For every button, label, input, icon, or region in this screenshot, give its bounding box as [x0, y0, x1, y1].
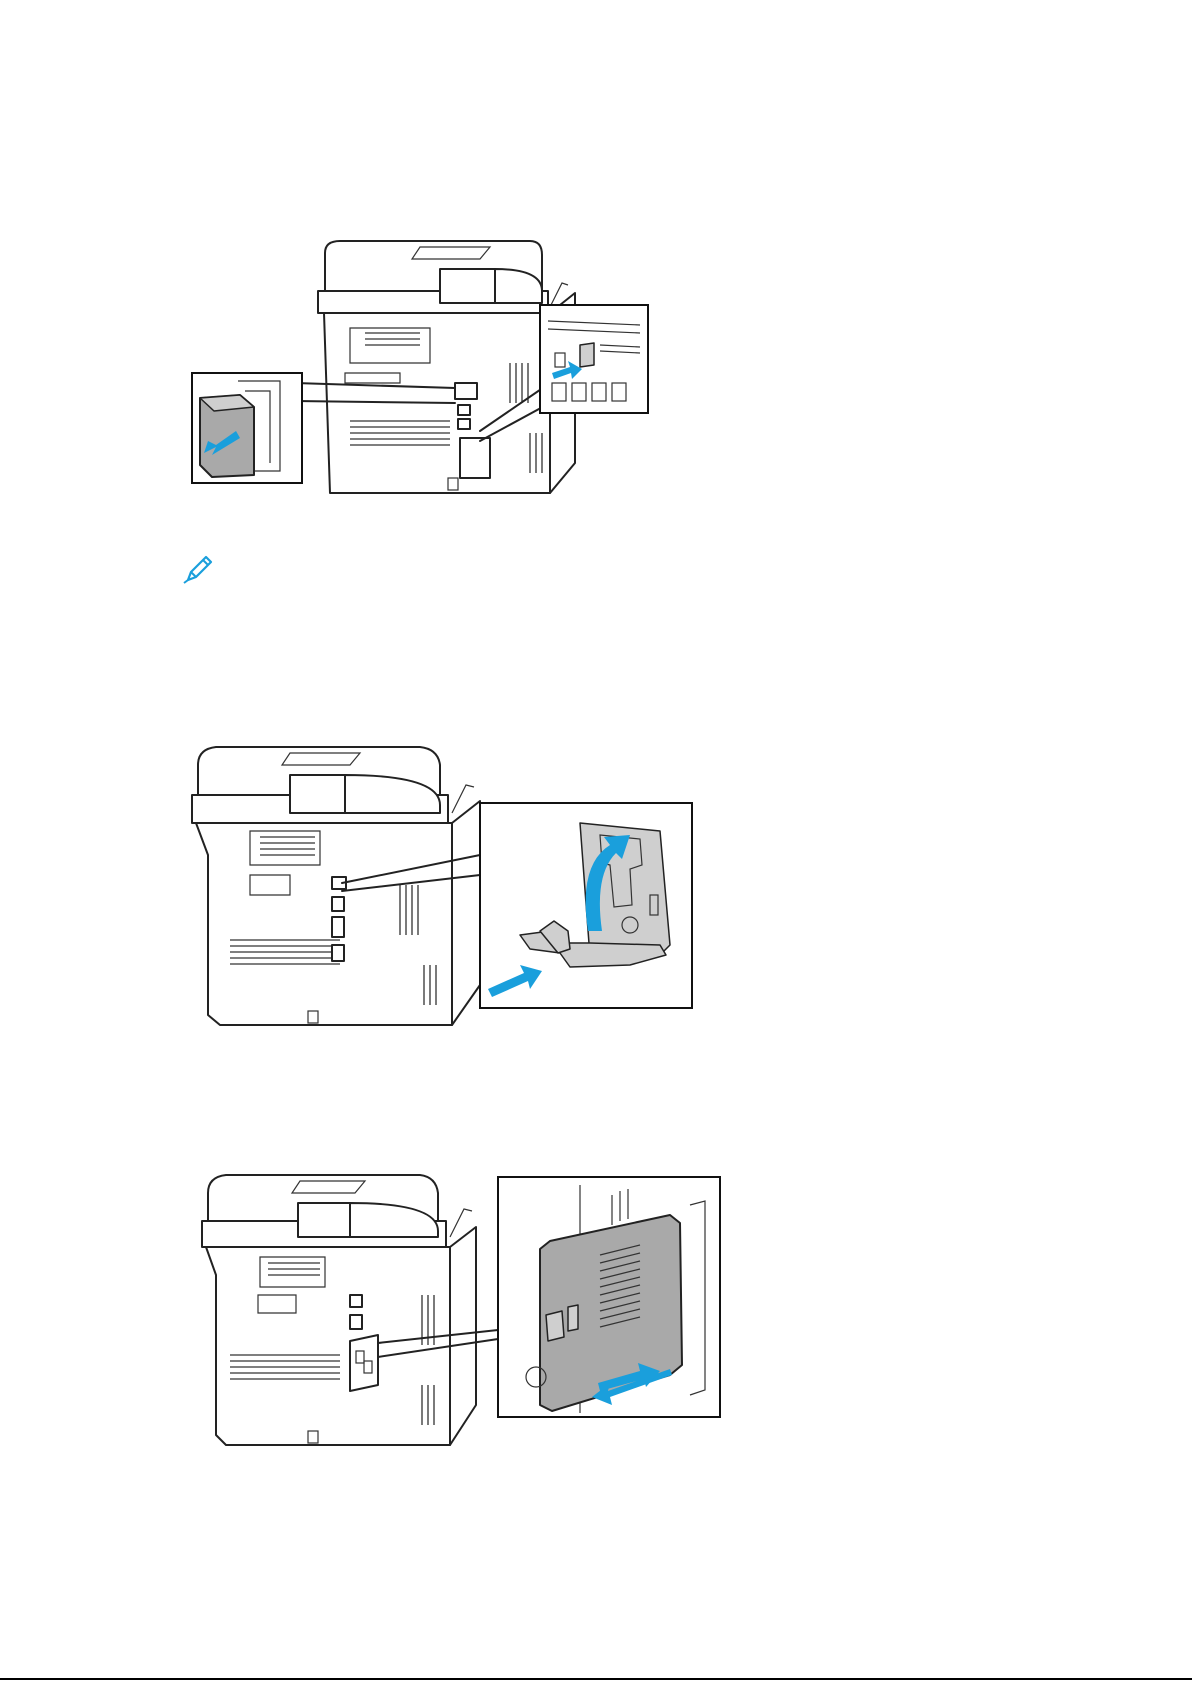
printer-rear-view	[202, 1175, 476, 1445]
printer-rear-view	[192, 747, 480, 1025]
footer-rule	[0, 1678, 1192, 1680]
inset-open-door	[480, 803, 692, 1008]
illustration-remove-port-cover	[190, 233, 710, 533]
illustration-open-connector-door	[190, 735, 750, 1065]
inset-remove-cover	[192, 373, 302, 483]
pencil-icon	[182, 552, 216, 586]
illustration-attach-side-cover	[200, 1165, 740, 1485]
inset-attach-cover	[498, 1177, 720, 1417]
printer-rear-view	[318, 241, 575, 493]
inset-press-latch	[540, 305, 648, 413]
